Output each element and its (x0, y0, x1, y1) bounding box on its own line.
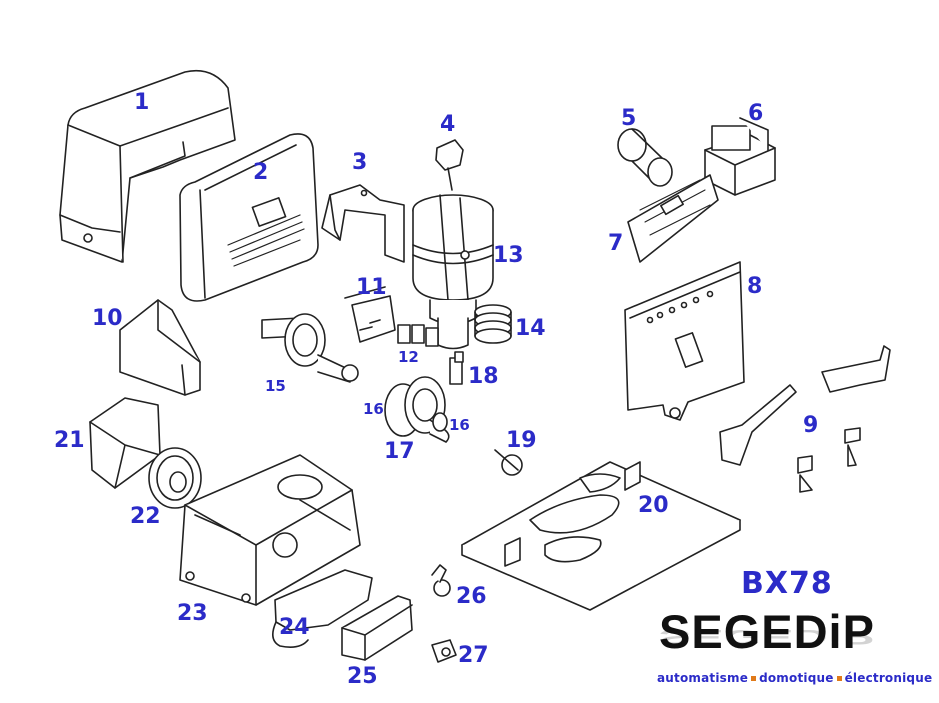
part-cable-cover (119, 299, 201, 396)
callout-4: 4 (440, 112, 456, 137)
logo-reflection: SEGEDiP (659, 625, 875, 650)
callout-15: 15 (265, 377, 286, 395)
callout-14: 14 (515, 316, 546, 341)
part-limit-switch (344, 286, 396, 343)
part-sensor-4 (435, 139, 464, 191)
part-motor (412, 194, 494, 350)
part-terminals (397, 324, 439, 347)
callout-2: 2 (253, 160, 269, 185)
callout-11: 11 (356, 275, 387, 300)
part-terminal-cover (341, 595, 413, 661)
callout-13: 13 (493, 243, 524, 268)
part-clip (449, 351, 464, 385)
callout-21: 21 (54, 428, 85, 453)
part-control-board (627, 174, 719, 263)
logo-wordmark: SEGEDiP (659, 605, 875, 658)
callout-16-left: 16 (363, 400, 384, 418)
part-side-bracket (321, 184, 405, 263)
part-limit-brackets (719, 345, 891, 493)
callout-3: 3 (352, 150, 368, 175)
callout-24: 24 (279, 615, 310, 640)
callout-10: 10 (92, 306, 123, 331)
callout-20: 20 (638, 493, 669, 518)
callout-8: 8 (747, 274, 763, 299)
callout-16-right: 16 (449, 416, 470, 434)
tag-separator (751, 676, 757, 681)
part-pinion (148, 447, 202, 509)
model-name: BX78 (741, 566, 833, 601)
callout-6: 6 (748, 101, 764, 126)
part-release-lever (494, 449, 523, 476)
part-base-plate (461, 461, 741, 611)
callout-22: 22 (130, 504, 161, 529)
callout-18: 18 (468, 364, 499, 389)
callout-19: 19 (506, 428, 537, 453)
part-lock (431, 564, 451, 597)
logo-tagline: automatisme domotique électronique (657, 671, 932, 685)
callout-7: 7 (608, 231, 624, 256)
part-key (431, 639, 457, 663)
tag-separator (836, 676, 842, 681)
part-cover (59, 69, 236, 263)
callout-1: 1 (134, 90, 150, 115)
callout-9: 9 (803, 413, 819, 438)
callout-5: 5 (621, 106, 637, 131)
part-shaft-gear (261, 313, 359, 383)
callout-17: 17 (384, 439, 415, 464)
callout-27: 27 (458, 643, 489, 668)
callout-26: 26 (456, 584, 487, 609)
part-mounting-plate (624, 261, 745, 421)
tagline-3: électronique (844, 671, 933, 685)
callout-12: 12 (398, 348, 419, 366)
part-front-cover (179, 133, 319, 302)
callout-23: 23 (177, 601, 208, 626)
part-capacitor (617, 128, 673, 187)
tagline-1: automatisme (657, 671, 749, 685)
part-output-gear (384, 376, 450, 443)
part-gasket (272, 569, 373, 648)
part-rings (474, 304, 512, 344)
tagline-2: domotique (759, 671, 834, 685)
part-transformer (704, 117, 776, 196)
part-gearbox-housing (179, 454, 361, 606)
callout-25: 25 (347, 664, 378, 689)
